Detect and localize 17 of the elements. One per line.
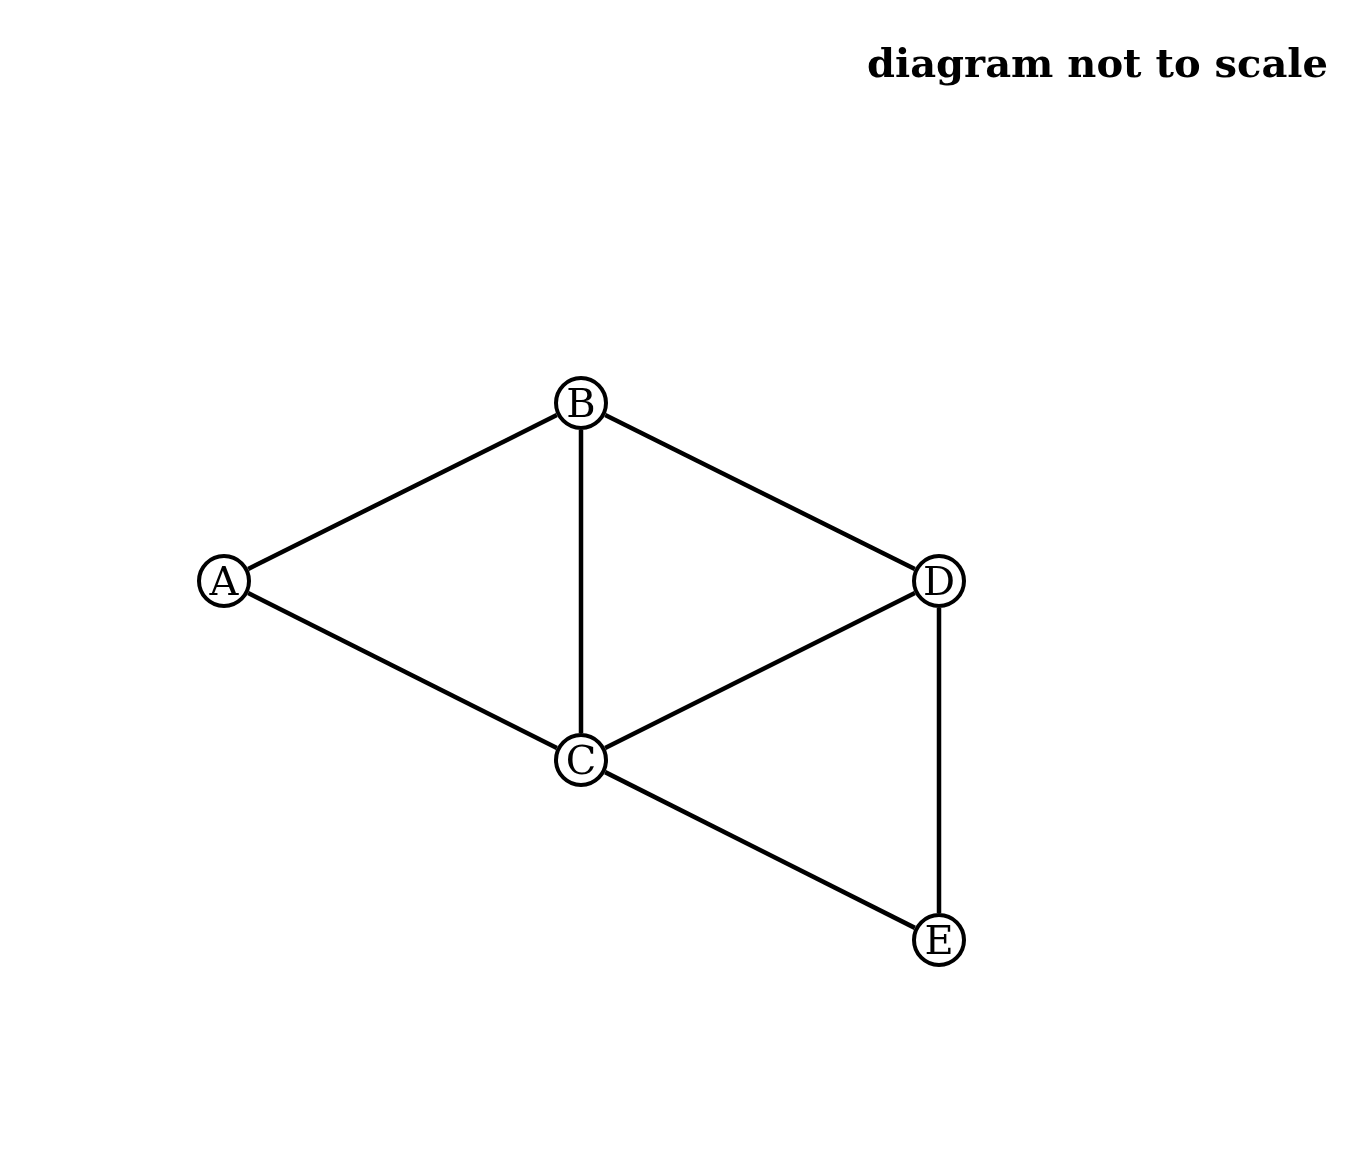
connector-line [936,608,942,913]
note-text: diagram not to scale [867,38,1328,88]
node-circle [912,913,966,967]
node-circle [554,376,608,430]
node-label: C [565,740,597,780]
connector-line [247,591,558,750]
node-label: D [922,561,956,601]
node-circle [197,554,251,608]
node-label: E [924,920,954,960]
connector-line [247,413,558,571]
node-label: B [566,383,596,423]
node-label: A [209,561,239,601]
node-circle [554,733,608,787]
node-circle [912,554,966,608]
connector-line [578,430,584,733]
connector-line [604,770,916,930]
connector-line [604,413,916,571]
